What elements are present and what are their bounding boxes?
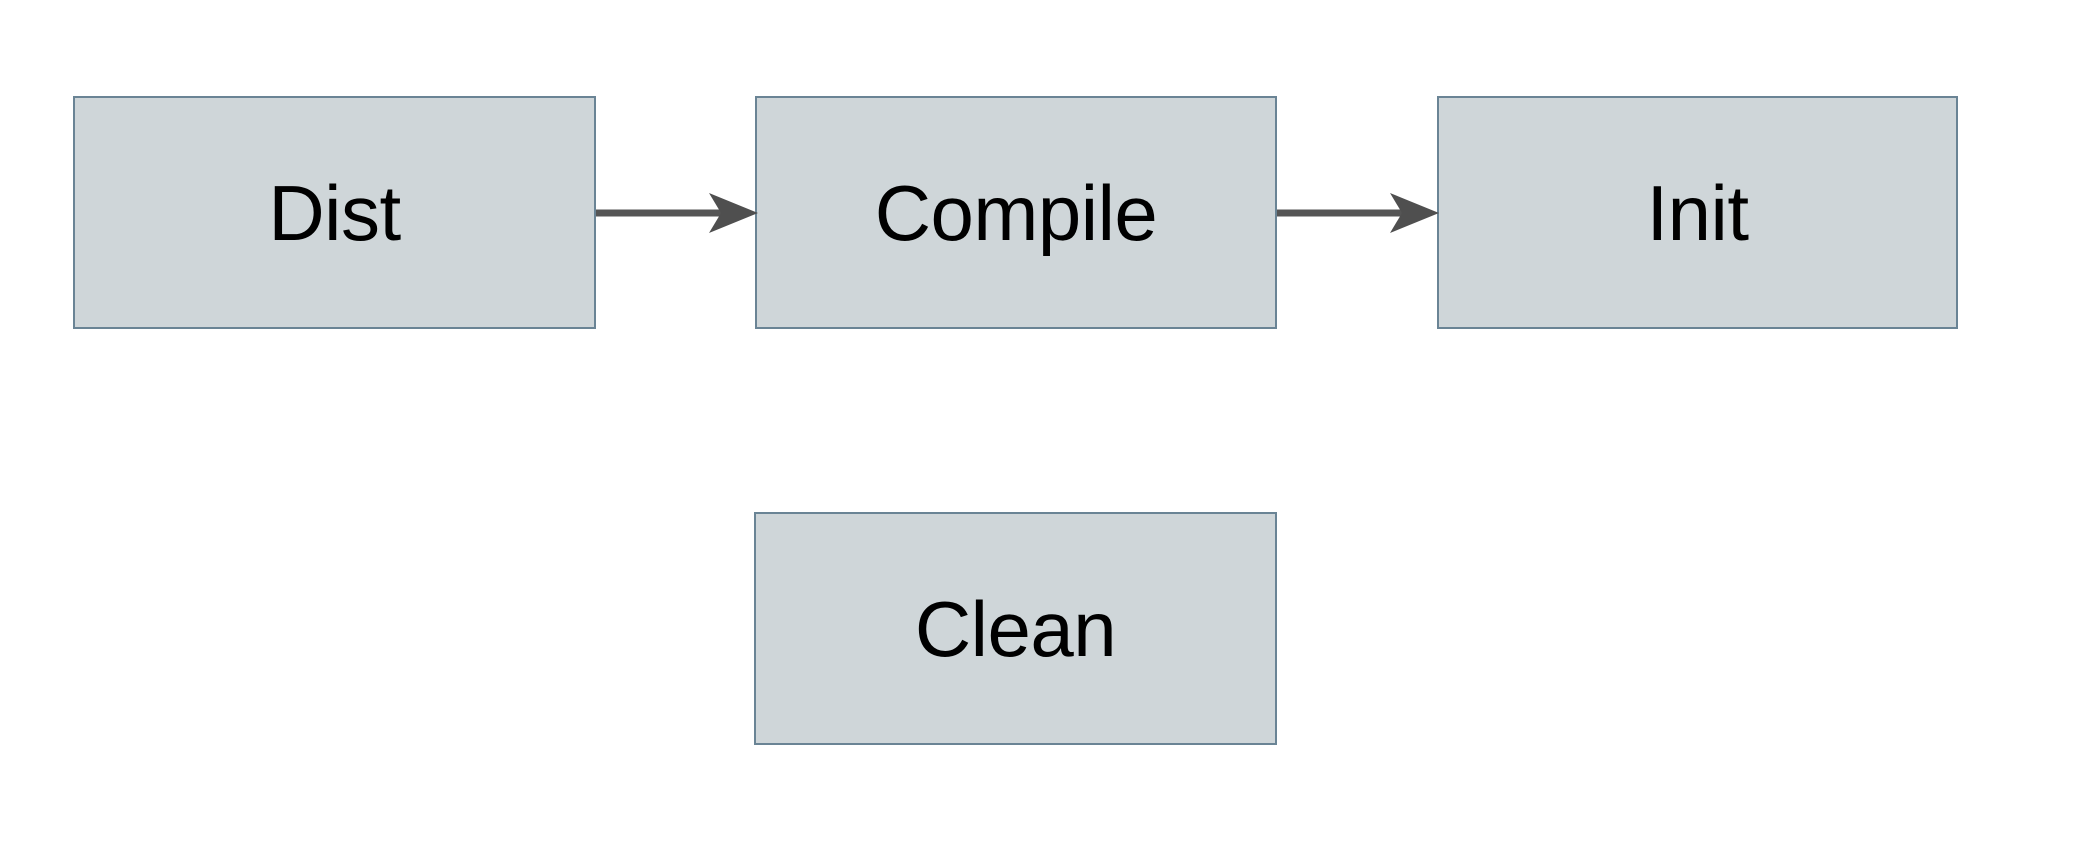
node-init[interactable]: Init — [1437, 96, 1958, 329]
node-dist[interactable]: Dist — [73, 96, 596, 329]
node-clean-label: Clean — [914, 584, 1117, 673]
node-clean[interactable]: Clean — [754, 512, 1277, 745]
node-init-label: Init — [1646, 168, 1749, 257]
node-dist-label: Dist — [268, 168, 401, 257]
edge-dist-to-compile[interactable] — [590, 190, 762, 236]
node-compile-label: Compile — [874, 168, 1158, 257]
arrow-right-icon — [709, 193, 758, 233]
node-compile[interactable]: Compile — [755, 96, 1277, 329]
arrow-right-icon — [1390, 193, 1439, 233]
edge-compile-to-init[interactable] — [1271, 190, 1443, 236]
